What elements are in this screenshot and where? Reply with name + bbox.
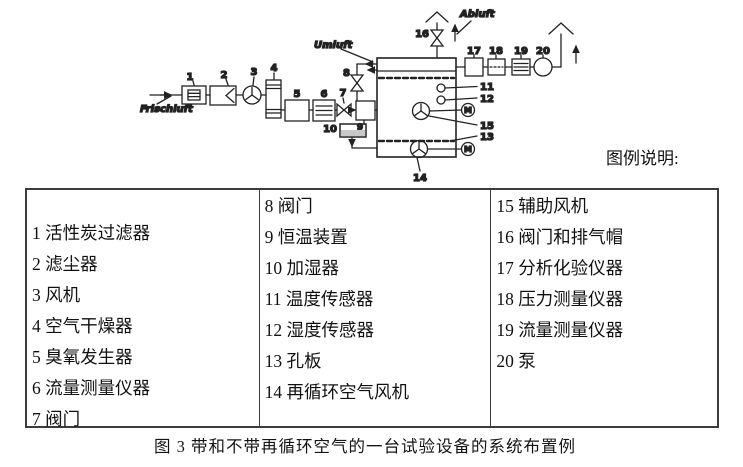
legend-item: 10 加湿器 bbox=[264, 258, 340, 278]
legend-item: 4 空气干燥器 bbox=[32, 316, 133, 336]
fan-symbol: 3 bbox=[242, 66, 267, 105]
legend-item: 1 活性炭过滤器 bbox=[32, 223, 151, 243]
test-chamber bbox=[376, 57, 457, 158]
legend-column-3: 15 辅助风机 16 阀门和排气帽 17 分析化验仪器 18 压力测量仪器 19… bbox=[490, 190, 717, 426]
exhaust-valve-and-cap: 16 Abluft bbox=[414, 8, 496, 59]
temperature-sensor-symbol: 11 bbox=[436, 81, 495, 94]
legend-item: 14 再循环空气风机 bbox=[264, 382, 410, 402]
component-number: 9 bbox=[357, 123, 363, 133]
motor-symbol bbox=[460, 102, 476, 118]
legend-column-2: 8 阀门 9 恒温装置 10 加湿器 11 温度传感器 12 湿度传感器 13 … bbox=[258, 190, 491, 426]
valve-7-symbol: 7 bbox=[336, 87, 357, 118]
humidifier-symbol: 10 bbox=[322, 123, 378, 149]
component-number: 14 bbox=[413, 173, 427, 184]
component-number: 13 bbox=[480, 132, 494, 143]
legend-table: 1 活性炭过滤器 2 滤尘器 3 风机 4 空气干燥器 5 臭氧发生器 6 流量… bbox=[25, 188, 719, 429]
component-number: 10 bbox=[323, 124, 337, 135]
legend-column-1: 1 活性炭过滤器 2 滤尘器 3 风机 4 空气干燥器 5 臭氧发生器 6 流量… bbox=[27, 190, 259, 429]
legend-item: 7 阀门 bbox=[32, 409, 81, 429]
system-schematic-diagram: Frischluft 1 2 3 bbox=[139, 8, 580, 185]
ozone-generator-symbol: 5 bbox=[284, 88, 314, 122]
motor-letter: M bbox=[464, 106, 472, 115]
thermostat-symbol: 9 bbox=[355, 100, 378, 134]
legend-item: 8 阀门 bbox=[264, 196, 313, 216]
legend-item: 6 流量测量仪器 bbox=[32, 378, 151, 398]
motor-letter: M bbox=[464, 145, 472, 154]
dust-filter-symbol: 2 bbox=[209, 69, 244, 106]
legend-item: 18 压力测量仪器 bbox=[496, 289, 624, 309]
legend-item: 17 分析化验仪器 bbox=[496, 258, 624, 278]
component-number: 19 bbox=[514, 46, 528, 57]
analyzer-symbol bbox=[464, 57, 484, 77]
component-number: 12 bbox=[480, 94, 494, 105]
component-number: 11 bbox=[480, 82, 494, 93]
legend-item: 19 流量测量仪器 bbox=[496, 320, 624, 340]
component-number: 6 bbox=[321, 89, 328, 100]
legend-item: 3 风机 bbox=[32, 285, 81, 305]
component-number: 5 bbox=[294, 89, 301, 100]
frischluft-label: Frischluft bbox=[140, 104, 194, 115]
legend-item: 20 泵 bbox=[496, 351, 536, 371]
component-number: 15 bbox=[480, 121, 494, 132]
valve-8-symbol: 8 bbox=[342, 63, 365, 102]
recirculating-fan-symbol: M 14 bbox=[409, 139, 476, 185]
legend-item: 5 臭氧发生器 bbox=[32, 347, 133, 367]
pump-symbol bbox=[533, 57, 553, 77]
legend-item: 12 湿度传感器 bbox=[264, 320, 375, 340]
legend-heading: 图例说明: bbox=[606, 149, 679, 168]
component-number: 20 bbox=[536, 46, 550, 57]
fresh-air-inlet: Frischluft bbox=[139, 91, 195, 116]
legend-item: 11 温度传感器 bbox=[264, 289, 374, 309]
auxiliary-fan-symbol: M 15 bbox=[411, 101, 495, 133]
component-number: 16 bbox=[415, 29, 429, 40]
component-number: 18 bbox=[489, 46, 503, 57]
abluft-label: Abluft bbox=[459, 9, 496, 20]
legend-item: 16 阀门和排气帽 bbox=[496, 227, 624, 247]
humidity-sensor-symbol: 12 bbox=[436, 93, 495, 106]
legend-item: 2 滤尘器 bbox=[32, 254, 98, 274]
orifice-plate-leader: 13 bbox=[449, 131, 495, 144]
component-number: 7 bbox=[340, 88, 347, 99]
umluft-label: Umluft bbox=[314, 40, 353, 51]
component-number: 17 bbox=[467, 46, 481, 57]
component-number: 2 bbox=[221, 70, 228, 81]
legend-item: 9 恒温装置 bbox=[264, 227, 348, 247]
vent-cap-icon bbox=[548, 22, 574, 35]
recirculated-air-line: Umluft bbox=[313, 39, 378, 74]
component-number: 8 bbox=[343, 68, 350, 79]
legend-item: 13 孔板 bbox=[264, 351, 322, 371]
flow-meter-symbol: 6 bbox=[312, 88, 338, 122]
motor-symbol bbox=[460, 141, 476, 157]
component-number: 4 bbox=[271, 63, 278, 74]
component-number: 1 bbox=[187, 72, 194, 83]
sampling-train: 17 18 19 20 bbox=[455, 22, 580, 77]
activated-carbon-filter-symbol: 1 bbox=[181, 71, 211, 105]
vent-cap-icon bbox=[425, 11, 449, 23]
legend-item: 15 辅助风机 bbox=[496, 196, 589, 216]
component-number: 3 bbox=[251, 67, 258, 78]
air-dryer-symbol: 4 bbox=[265, 62, 286, 119]
figure-caption: 图 3 带和不带再循环空气的一台试验设备的系统布置例 bbox=[154, 437, 576, 456]
